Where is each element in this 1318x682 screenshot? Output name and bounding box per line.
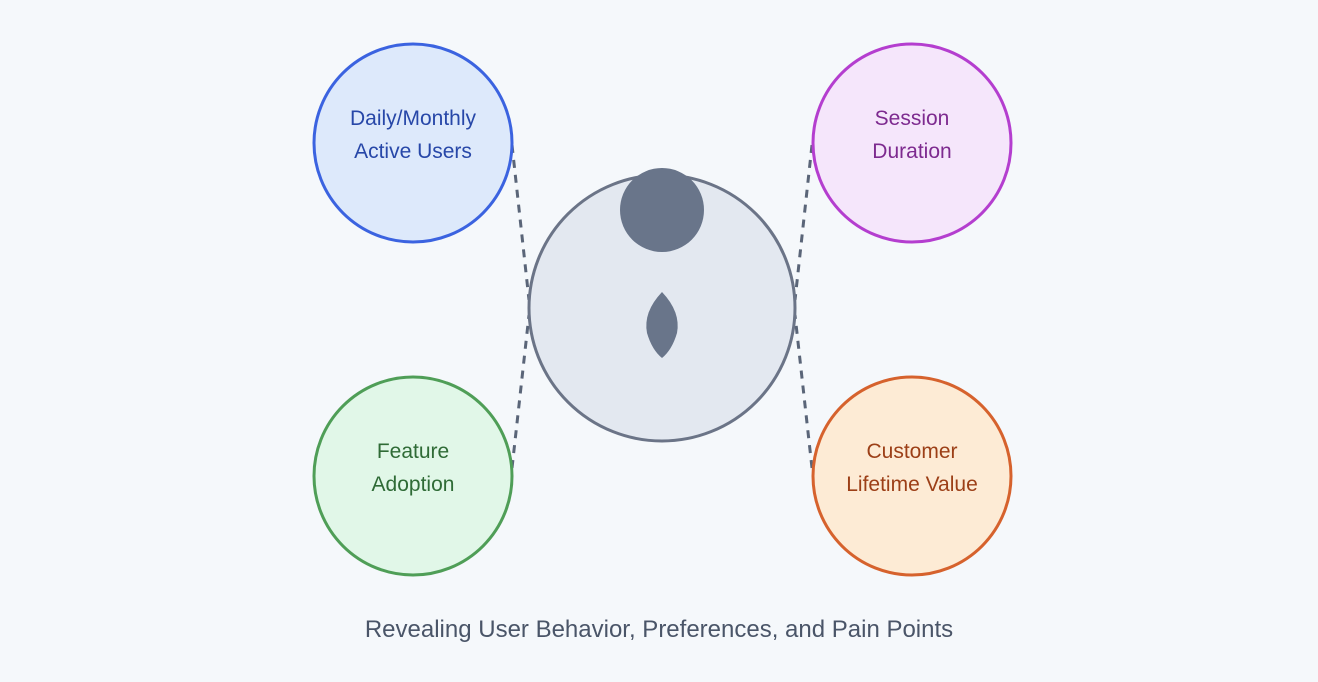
metric-circle-lifetime-value — [811, 375, 1013, 577]
metric-circle-feature-adoption — [312, 375, 514, 577]
connector-active-users — [510, 144, 531, 301]
metric-circle-active-users — [312, 42, 514, 244]
diagram-caption: Revealing User Behavior, Preferences, an… — [364, 616, 954, 643]
metric-label-active-users: Daily/Monthly Active Users — [349, 107, 477, 163]
user-icon — [620, 168, 704, 358]
user-icon-head — [620, 168, 704, 252]
metric-circle-session-duration — [811, 42, 1013, 244]
connector-feature-adoption — [510, 314, 531, 469]
user-icon-body — [646, 292, 678, 358]
connector-lifetime-value — [793, 314, 814, 469]
metric-label-feature-adoption: Feature Adoption — [371, 440, 455, 496]
connector-session-duration — [793, 144, 814, 301]
metric-label-session-duration: Session Duration — [872, 107, 952, 163]
metric-label-lifetime-value: Customer Lifetime Value — [846, 440, 978, 496]
